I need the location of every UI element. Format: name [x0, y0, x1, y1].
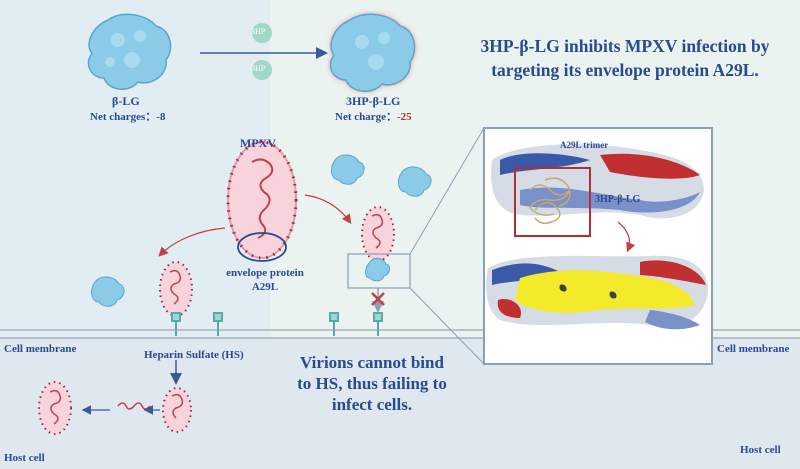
reagent-label-top: 3HP: [251, 27, 266, 36]
hs-label: Heparin Sulfate (HS): [144, 349, 244, 361]
blocked-message: Virions cannot bind to HS, thus failing …: [297, 353, 447, 414]
figure-title: 3HP-β-LG inhibits MPXV infection by targ…: [480, 36, 770, 80]
ligand-label: 3HP-β-LG: [595, 194, 641, 205]
floating-protein-1: [331, 154, 365, 185]
mpxv-label: MPXV: [240, 136, 276, 150]
beta-lg-protein-icon: [87, 13, 172, 90]
inset-arrow: [617, 221, 636, 253]
mpxv-virion-large: [226, 140, 298, 262]
zoom-line-bottom: [409, 287, 485, 365]
floating-protein-2: [398, 166, 432, 197]
host-cell-label-left: Host cell: [4, 452, 45, 464]
trimer-label: A29L trimer: [560, 140, 609, 150]
cell-membrane-label-right: Cell membrane: [717, 343, 790, 355]
binding-site-box: [514, 167, 591, 237]
arrow-to-blocked: [304, 194, 352, 224]
host-cell-label-right: Host cell: [740, 444, 781, 456]
reagent-circle-bottom: [252, 60, 272, 80]
ligand-ribbon: [529, 177, 571, 225]
right-charge-label: Net charge：: [335, 111, 398, 123]
block-x-icon: [371, 292, 385, 306]
virion-blocked: [361, 206, 395, 282]
endocytosed-virion: [162, 387, 192, 433]
hs-receptors: [171, 312, 383, 336]
a29l-trimer-surface-bottom: [486, 255, 708, 330]
reagent-label-bottom: 3HP: [251, 64, 266, 73]
released-dna-icon: [117, 402, 151, 410]
arrow-to-binding: [158, 227, 226, 257]
right-charge-value: -25: [397, 111, 412, 123]
cell-membrane-label-left: Cell membrane: [4, 343, 77, 355]
right-protein-charge: Net charge：-25: [335, 108, 412, 124]
zoom-box: [347, 253, 411, 289]
zoom-line-top: [409, 127, 485, 255]
reagent-circle-top: [252, 23, 272, 43]
right-protein-name: 3HP-β-LG: [346, 94, 401, 108]
modified-protein-icon: [329, 13, 416, 92]
envelope-protein-label: envelope protein A29L: [226, 267, 304, 293]
left-protein-charge: Net charges：-8: [90, 108, 165, 124]
floating-protein-3: [91, 276, 125, 307]
left-charge-label: Net charges：: [90, 111, 157, 123]
virion-binding-hs: [159, 261, 193, 317]
left-charge-value: -8: [156, 111, 166, 123]
left-protein-name: β-LG: [112, 94, 140, 108]
progeny-virion: [38, 381, 72, 435]
